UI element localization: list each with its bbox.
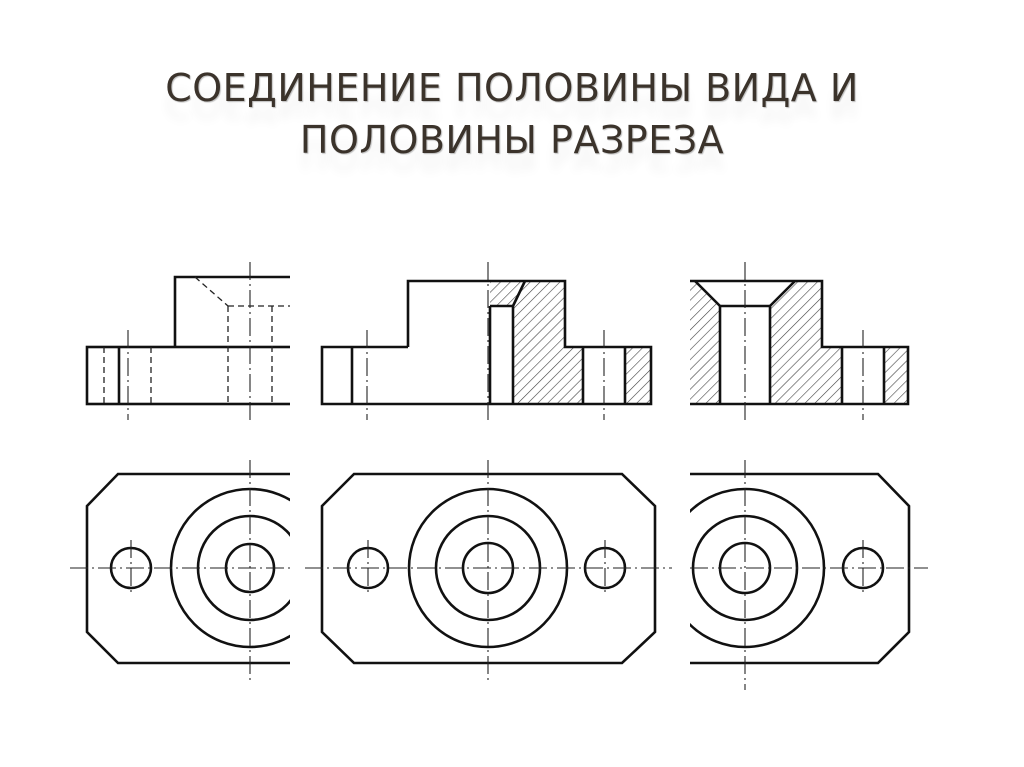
figure-half-view-half-section <box>305 262 672 680</box>
title-line-1: СОЕДИНЕНИЕ ПОЛОВИНЫ ВИДА И <box>165 66 859 110</box>
view-front-projection <box>85 262 290 420</box>
section-front-projection <box>690 262 910 420</box>
view-top-projection <box>70 460 290 680</box>
figure-view <box>70 262 290 680</box>
section-top-projection <box>690 460 928 690</box>
slide-title: СОЕДИНЕНИЕ ПОЛОВИНЫ ВИДА И ПОЛОВИНЫ РАЗР… <box>0 62 1024 166</box>
title-line-2: ПОЛОВИНЫ РАЗРЕЗА <box>299 118 725 162</box>
combined-top-projection <box>305 460 672 680</box>
figure-section <box>690 262 928 690</box>
combined-front-projection <box>320 262 653 420</box>
